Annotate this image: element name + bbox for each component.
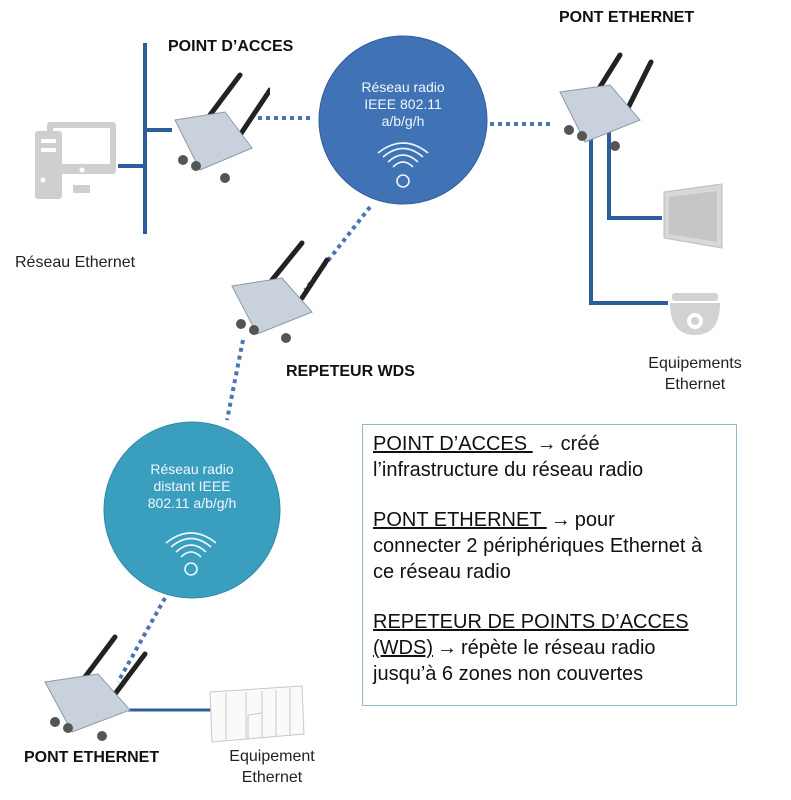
wifi-icon <box>377 142 429 188</box>
legend-text: pour <box>574 509 615 531</box>
bubble-main-line1: Réseau radio <box>361 79 445 95</box>
legend-box: POINT D’ACCES →créé l’infrastructure du … <box>362 424 737 706</box>
cable-hmi <box>607 132 662 220</box>
cable-camera <box>589 130 668 305</box>
bridge-device-top <box>559 52 654 151</box>
label-device-bottom: Equipement Ethernet <box>212 746 332 788</box>
title-bridge-bottom: PONT ETHERNET <box>24 749 160 766</box>
touch-panel-icon <box>663 183 723 249</box>
legend-text: jusqu’à 6 zones non couvertes <box>373 663 644 685</box>
legend-text: connecter 2 périphériques Ethernet à ce … <box>373 535 703 583</box>
arrow-icon: → <box>536 433 557 455</box>
radio-link-repeater-up <box>303 205 372 292</box>
legend-text: répète le réseau radio <box>460 637 656 659</box>
legend-item-repeater: REPETEUR DE POINTS D’ACCES (WDS)→répète … <box>373 609 726 687</box>
bubble-remote-line3: 802.11 a/b/g/h <box>147 495 237 511</box>
bubble-remote-line2: distant IEEE <box>153 478 231 494</box>
label-ethernet-network: Réseau Ethernet <box>15 254 136 271</box>
plc-rack-icon <box>209 685 305 743</box>
bubble-main-text: Réseau radio IEEE 802.11 a/b/g/h <box>343 79 463 130</box>
legend-text: l’infrastructure du réseau radio <box>373 459 644 481</box>
legend-item-bridge: PONT ETHERNET →pour connecter 2 périphér… <box>373 507 726 585</box>
legend-term: PONT ETHERNET <box>373 509 547 531</box>
label-devices-top-line2: Ethernet <box>664 376 726 393</box>
wifi-icon <box>165 532 217 576</box>
radio-bubble-main <box>318 35 488 205</box>
bubble-main-line3: a/b/g/h <box>381 113 425 129</box>
desktop-computer-icon <box>35 122 116 199</box>
arrow-icon: → <box>550 509 571 531</box>
bubble-remote-text: Réseau radio distant IEEE 802.11 a/b/g/h <box>127 461 257 512</box>
legend-term: REPETEUR DE POINTS D’ACCES (WDS) <box>373 611 689 659</box>
access-point-device <box>174 72 270 183</box>
label-devices-top: Equipements Ethernet <box>630 353 760 395</box>
bubble-remote-line1: Réseau radio <box>150 461 234 477</box>
dome-camera-icon <box>670 293 720 335</box>
label-device-bottom-line2: Ethernet <box>241 769 303 786</box>
label-devices-top-line1: Equipements <box>648 355 742 372</box>
bubble-main-line2: IEEE 802.11 <box>364 96 442 112</box>
bridge-device-bottom <box>44 634 148 741</box>
radio-link-repeater-down <box>225 339 245 421</box>
legend-term: POINT D’ACCES <box>373 433 533 455</box>
radio-link-remote <box>116 597 167 683</box>
title-access-point: POINT D’ACCES <box>168 38 294 55</box>
legend-item-access-point: POINT D’ACCES →créé l’infrastructure du … <box>373 431 726 483</box>
repeater-device <box>231 240 330 343</box>
legend-text: créé <box>560 433 600 455</box>
arrow-icon: → <box>436 637 457 659</box>
radio-bubble-remote <box>103 421 281 599</box>
title-repeater: REPETEUR WDS <box>286 363 415 380</box>
title-bridge-top: PONT ETHERNET <box>559 9 695 26</box>
label-device-bottom-line1: Equipement <box>229 748 315 765</box>
